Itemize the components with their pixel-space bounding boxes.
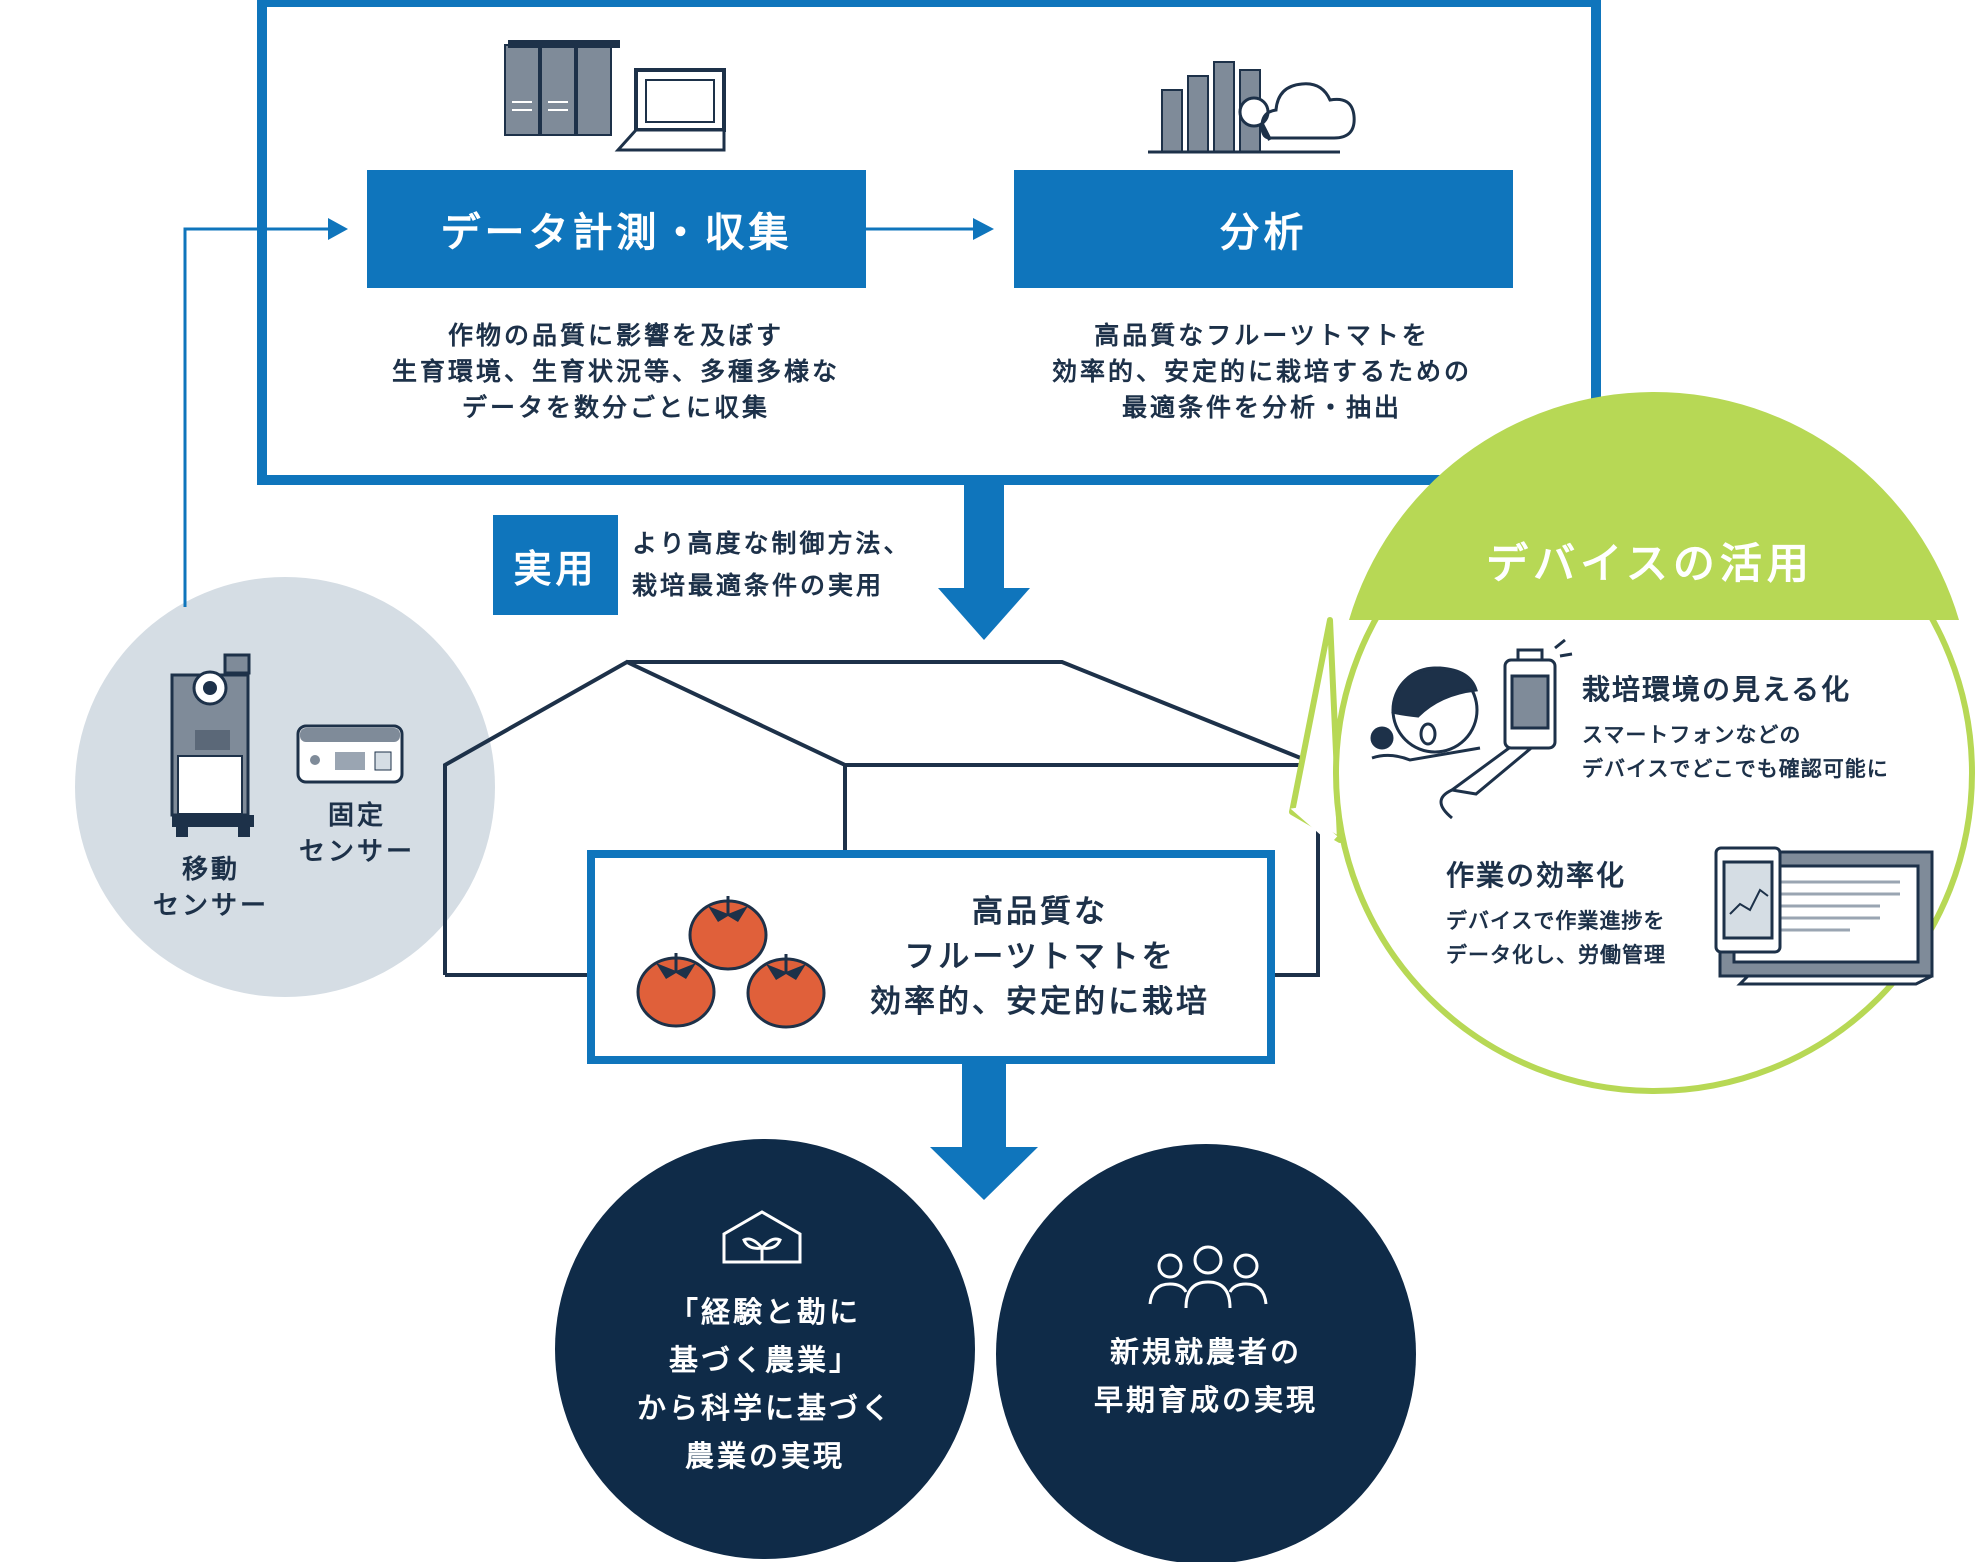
analysis-box: 分析 <box>1014 170 1513 288</box>
down-arrow-1-head <box>938 588 1030 640</box>
outcome-circle-left <box>555 1139 975 1559</box>
greenhouse-text: 高品質な フルーツトマトを 効率的、安定的に栽培 <box>870 894 1210 1020</box>
tablet-laptop-icon <box>1714 846 1934 986</box>
servers-laptop-icon <box>504 40 726 152</box>
process-frame <box>257 0 1601 485</box>
data-collection-desc: 作物の品質に影響を及ぼす 生育環境、生育状況等、多種多様な データを数分ごとに収… <box>391 321 840 422</box>
person-phone-icon <box>1370 638 1573 820</box>
down-arrow-2-head <box>930 1147 1038 1200</box>
data-collection-title: データ計測・収集 <box>440 210 793 256</box>
greenhouse-sprout-icon <box>722 1210 802 1264</box>
device-title: デバイスの活用 <box>1486 539 1814 588</box>
analysis-desc: 高品質なフルーツトマトを 効率的、安定的に栽培するための 最適条件を分析・抽出 <box>1051 321 1472 422</box>
practical-desc: より高度な制御方法、 栽培最適条件の実用 <box>632 529 912 600</box>
people-icon <box>1148 1245 1268 1309</box>
fixed-sensor-label: 固定 センサー <box>298 801 415 867</box>
device-item2-title: 作業の効率化 <box>1446 859 1627 892</box>
chart-cloud-icon <box>1148 61 1356 154</box>
device-item2-desc: デバイスで作業進捗を データ化し、労働管理 <box>1446 909 1666 967</box>
down-arrow-1-shaft <box>964 484 1004 590</box>
device-item1-title: 栽培環境の見える化 <box>1582 673 1852 706</box>
tomato-icon <box>636 896 826 1029</box>
analysis-title: 分析 <box>1219 210 1308 256</box>
outcome-right-text: 新規就農者の 早期育成の実現 <box>1093 1335 1318 1417</box>
device-item1-desc: スマートフォンなどの デバイスでどこでも確認可能に <box>1582 723 1889 781</box>
feedback-line <box>183 227 330 607</box>
outcome-left-text: 「経験と勘に 基づく農業」 から科学に基づく 農業の実現 <box>636 1295 893 1473</box>
down-arrow-2-shaft <box>962 1064 1006 1149</box>
mobile-sensor-label: 移動 センサー <box>152 855 269 921</box>
practical-tag: 実用 <box>493 515 618 615</box>
feedback-arrowhead <box>328 218 348 240</box>
fixed-sensor-icon <box>296 724 404 784</box>
sensor-circle <box>75 577 495 997</box>
practical-tag-label: 実用 <box>513 546 598 591</box>
collect-to-analysis-arrowhead <box>973 218 994 240</box>
mobile-sensor-icon <box>170 653 254 837</box>
outcome-circle-right <box>996 1144 1416 1562</box>
data-collection-box: データ計測・収集 <box>367 170 866 288</box>
